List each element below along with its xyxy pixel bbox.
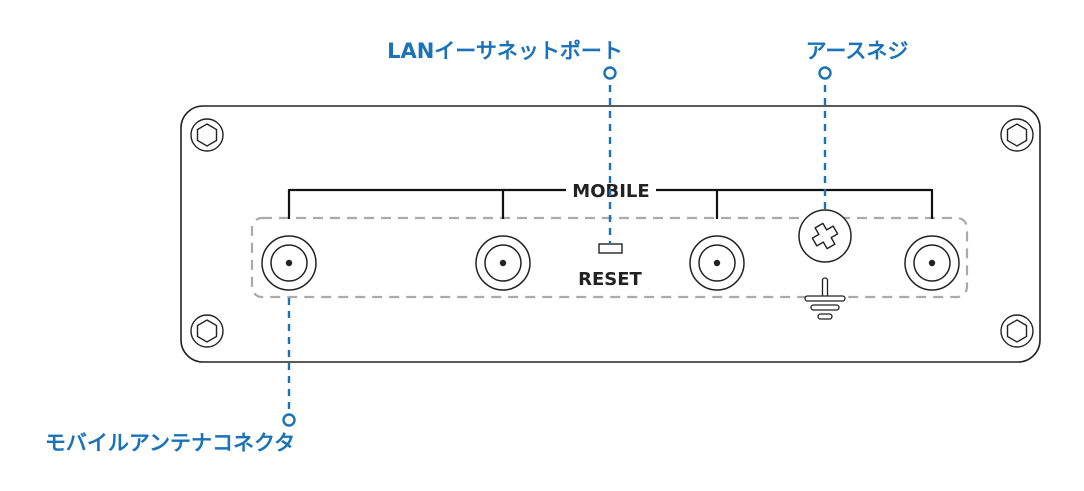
connector-outer-ring-icon [475,235,531,291]
callout-mobile-antenna: モバイルアンテナコネクタ [45,298,296,455]
connector-pin-icon [928,259,936,267]
screw-head-icon [190,314,224,348]
connector-pin-icon [499,259,507,267]
connector-outer-ring-icon [904,235,960,291]
antenna-connector-4 [904,235,960,291]
screw-head-icon [1000,118,1034,152]
ground-symbol-icon [804,277,846,320]
screw-bottom-right [1000,314,1034,348]
antenna-connector-2 [475,235,531,291]
callout-mobile-antenna-label: モバイルアンテナコネクタ [45,431,295,455]
screw-head-icon [190,118,224,152]
screw-top-right [1000,118,1034,152]
callout-anchor-icon [818,66,832,80]
hex-socket-icon [196,319,218,343]
antenna-connector-1 [261,235,317,291]
connector-inner-ring-icon [913,244,951,282]
earth-screw-head-icon [798,209,852,263]
callout-lan-label: LANイーサネットポート [387,39,623,63]
phillips-cross-icon [811,222,839,250]
reset-label: RESET [578,269,642,290]
hex-socket-icon [196,123,218,147]
callout-earth-label: アースネジ [806,39,909,63]
reset-button-group: RESET [578,243,643,290]
screw-top-left [190,118,224,152]
connector-pin-icon [713,259,721,267]
connector-pin-icon [285,259,293,267]
connector-inner-ring-icon [270,244,308,282]
hex-socket-icon [1006,319,1028,343]
antenna-connector-3 [689,235,745,291]
connector-inner-ring-icon [698,244,736,282]
screw-bottom-left [190,314,224,348]
connector-outer-ring-icon [689,235,745,291]
reset-button[interactable] [598,243,623,254]
hex-socket-icon [1006,123,1028,147]
earth-screw [798,209,852,263]
callout-lan: LANイーサネットポート [387,39,623,243]
screw-head-icon [1000,314,1034,348]
connector-outer-ring-icon [261,235,317,291]
callout-anchor-icon [603,66,617,80]
callout-earth: アースネジ [806,39,909,210]
connector-inner-ring-icon [484,244,522,282]
panel-outline [180,105,1041,363]
callout-anchor-icon [282,413,296,427]
